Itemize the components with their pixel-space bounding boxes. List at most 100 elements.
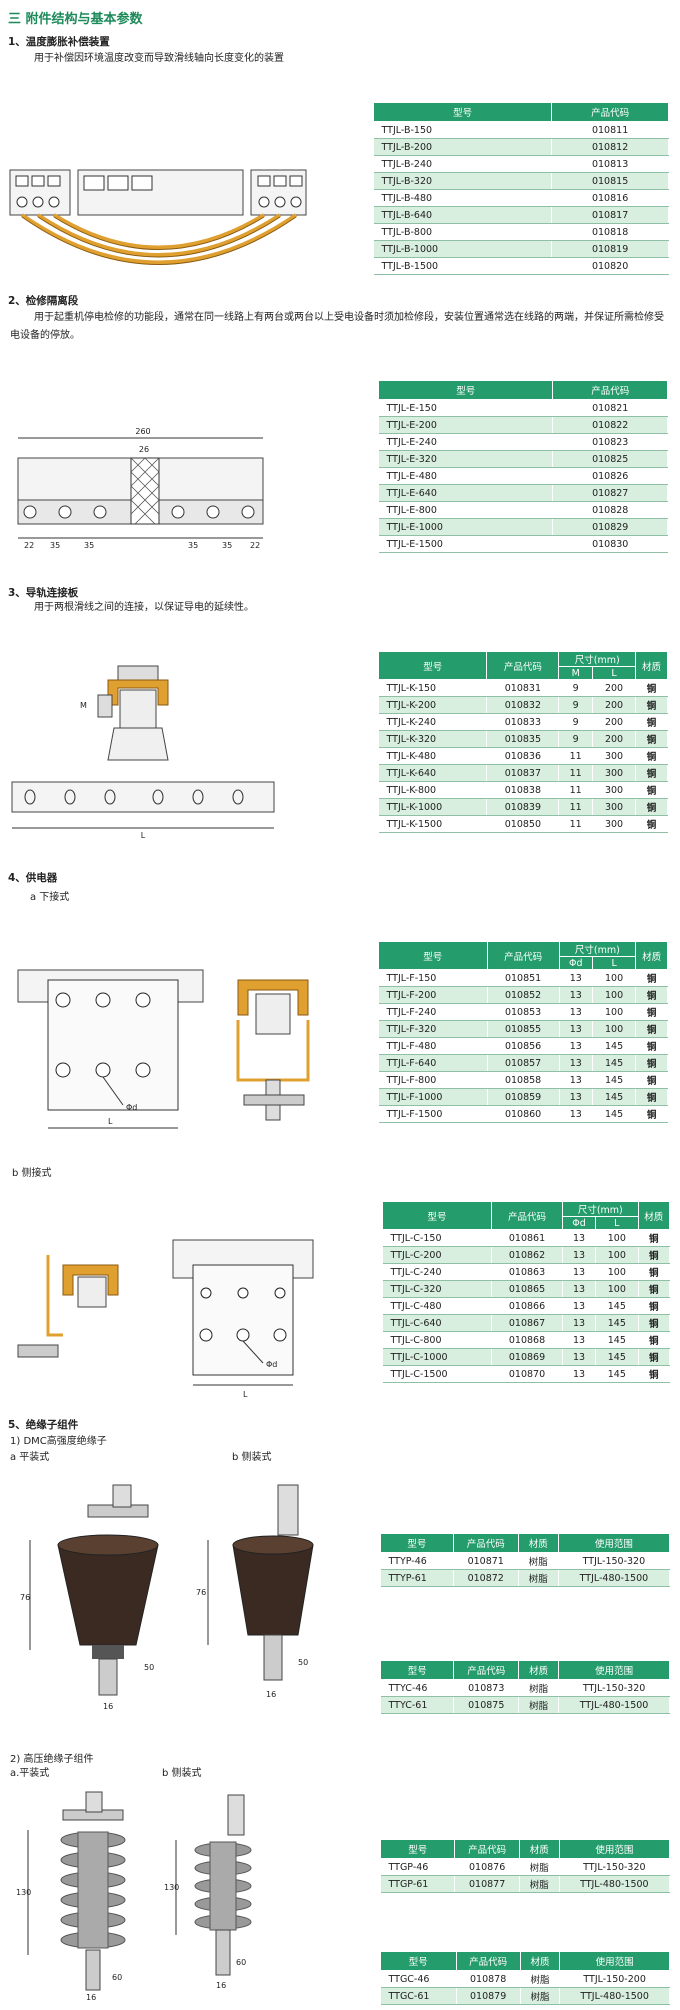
table-cell: 铜 [638, 1229, 671, 1247]
table-subheader-cell: L [591, 666, 637, 680]
table-cell: 铜 [638, 1365, 671, 1383]
table-cell: 铜 [635, 1003, 668, 1021]
s1-desc: 用于补偿因环境温度改变而导致滑线轴向长度变化的装置 [34, 53, 284, 64]
table-header-cell: 材质 [635, 941, 668, 970]
table-header-cell: 材质 [519, 1951, 561, 1971]
s4-sub-b: b 侧接式 [12, 1168, 52, 1179]
isolation-section-figure: 260 26 22 35 35 35 35 22 [17, 427, 264, 550]
table-cell: 010855 [487, 1020, 560, 1038]
table-cell: 200 [592, 679, 637, 697]
table-cell: 铜 [635, 713, 668, 731]
table-cell: 300 [592, 798, 637, 816]
table-cell: TTGC-46 [380, 1970, 457, 1988]
table-cell: TTJL-K-240 [378, 713, 488, 731]
table-cell: 铜 [635, 1054, 668, 1072]
table-cell: TTYP-61 [380, 1569, 454, 1587]
collector-bottom-figure: Φd L [17, 969, 310, 1129]
table-cell: 铜 [638, 1280, 671, 1298]
table-cell: 100 [592, 969, 637, 987]
table-cell: TTJL-F-1500 [378, 1105, 488, 1123]
table-cell: TTGP-61 [380, 1875, 456, 1893]
table-cell: 145 [592, 1105, 637, 1123]
s5-heading: 5、绝缘子组件 [8, 1419, 79, 1431]
table-cell: TTJL-150-320 [558, 1679, 670, 1697]
table-header-cell: 产品代码 [453, 1660, 520, 1680]
hv-a-h: 130 [16, 1888, 31, 1897]
table-cell: TTJL-B-800 [373, 223, 553, 241]
table-cell: TTJL-B-1500 [373, 257, 553, 275]
dim-b: 35 [50, 541, 60, 550]
table-cell: 010828 [552, 501, 668, 519]
table-cell: 铜 [635, 798, 668, 816]
table-cell: TTJL-E-640 [378, 484, 554, 502]
table-cell: 13 [562, 1365, 597, 1383]
table-cell: TTYC-46 [380, 1679, 455, 1697]
hv-b-h: 130 [164, 1883, 179, 1892]
table-cell: 树脂 [520, 1970, 561, 1988]
table-cell: 145 [595, 1297, 639, 1315]
table-cell: TTJL-B-240 [373, 155, 553, 173]
table-cell: TTJL-B-640 [373, 206, 553, 224]
table-cell: 010822 [552, 416, 668, 434]
dmc-b-b: 50 [298, 1658, 308, 1667]
collector-side-figure: Φd L [17, 1239, 314, 1399]
table-cell: 13 [562, 1246, 597, 1264]
dmc-b-w: 16 [266, 1690, 276, 1699]
s4-sub-a: a 下接式 [30, 892, 70, 903]
table-cell: TTJL-480-1500 [559, 1987, 670, 2005]
table-cell: 9 [558, 713, 593, 731]
table-cell: 010863 [491, 1263, 563, 1281]
table-cell: 010850 [486, 815, 560, 833]
table-header-cell: 产品代码 [552, 380, 668, 400]
table-cell: TTJL-K-320 [378, 730, 488, 748]
expansion-joint-figure [9, 169, 307, 265]
table-header-cell: 型号 [381, 1201, 493, 1230]
table-header-cell: 尺寸(mm) [558, 941, 637, 957]
table-cell: 010825 [552, 450, 668, 468]
dim-total-label: 260 [135, 427, 150, 436]
hv-b-b: 60 [236, 1958, 246, 1967]
table-cell: 铜 [635, 1088, 668, 1106]
table-cell: 010829 [552, 518, 668, 536]
table-cell: 铜 [638, 1297, 671, 1315]
table-cell: 010875 [453, 1696, 520, 1714]
table-cell: 铜 [635, 815, 668, 833]
table-cell: 铜 [638, 1348, 671, 1366]
table-cell: 010859 [487, 1088, 560, 1106]
table-cell: 010861 [491, 1229, 563, 1247]
table-cell: TTGP-46 [380, 1858, 456, 1876]
table-cell: 铜 [635, 1020, 668, 1038]
table-cell: TTJL-B-320 [373, 172, 553, 190]
table-cell: 树脂 [520, 1987, 561, 2005]
table-subheader-cell: Φd [561, 1216, 597, 1230]
table-cell: TTJL-150-200 [559, 1970, 670, 1988]
table-cell: TTJL-E-1000 [378, 518, 554, 536]
table-cell: 树脂 [519, 1858, 560, 1876]
s4b-l-label: L [243, 1390, 248, 1399]
table-cell: 010826 [552, 467, 668, 485]
table-cell: 树脂 [518, 1679, 560, 1697]
table-header-cell: 使用范围 [557, 1533, 671, 1553]
table-cell: TTJL-480-1500 [558, 1569, 671, 1587]
table-subheader-cell: L [592, 956, 637, 970]
table-cell: TTJL-C-480 [382, 1297, 493, 1315]
table-cell: TTJL-C-200 [382, 1246, 493, 1264]
table-cell: 010833 [486, 713, 560, 731]
table-cell: 145 [595, 1365, 639, 1383]
table-cell: 铜 [635, 969, 668, 987]
table-cell: TTJL-F-640 [378, 1054, 488, 1072]
table-cell: 010872 [453, 1569, 519, 1587]
